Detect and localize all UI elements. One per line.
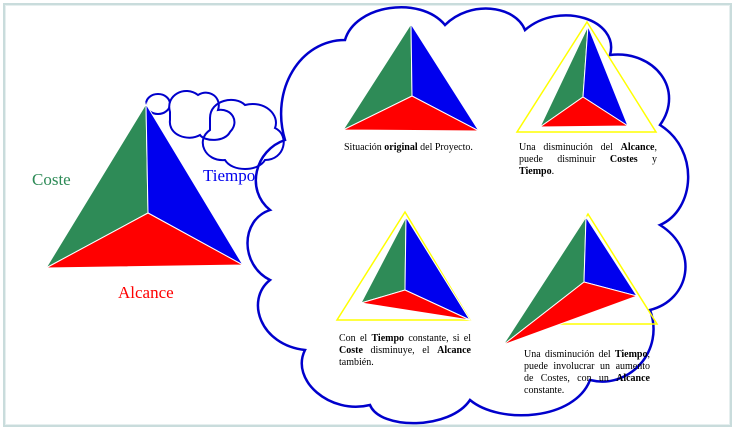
caption-run: Alcance: [616, 373, 650, 384]
triangle-time-constant: [335, 210, 472, 322]
thought-bubble-large: [201, 98, 285, 170]
triangle-original: [341, 22, 481, 133]
caption-time-decrease: Una disminución del Tiempo, puede involu…: [524, 349, 650, 397]
caption-run: Coste: [339, 345, 363, 356]
caption-run: Una disminución del: [519, 142, 621, 153]
caption-run: Alcance: [620, 142, 655, 153]
caption-run: y: [637, 154, 658, 165]
caption-time-constant: Con el Tiempo constante, si el Coste dis…: [339, 333, 471, 369]
caption-run: Situación: [344, 142, 385, 153]
caption-original: Situación original del Proyecto.: [344, 142, 474, 154]
caption-run: disminuye, el: [362, 345, 438, 356]
triangle-time-decrease: [502, 212, 659, 346]
time-label: Tiempo: [203, 166, 256, 185]
caption-run: también.: [339, 357, 374, 368]
caption-run: .: [551, 166, 555, 177]
caption-run: Tiempo: [371, 333, 405, 344]
caption-run: , puede disminuir: [519, 142, 657, 165]
caption-run: del Proyecto.: [417, 142, 473, 153]
caption-run: Costes: [609, 154, 638, 165]
caption-run: Una disminución del: [524, 349, 615, 360]
thought-cloud: [246, 5, 690, 425]
main-triangle: [44, 102, 245, 270]
caption-scope-decrease: Una disminución del Alcance, puede dismi…: [519, 142, 657, 178]
caption-run: constante, si el: [404, 333, 472, 344]
image-frame: [3, 3, 732, 427]
caption-run: original: [384, 142, 418, 153]
cost-label: Coste: [32, 170, 71, 189]
main-triangle-scope-face: [45, 212, 245, 269]
triangle-scope-decrease: [515, 20, 658, 133]
caption-run: Con el: [339, 333, 372, 344]
caption-run: constante.: [524, 385, 565, 396]
caption-run: Tiempo: [519, 166, 552, 177]
thought-bubble-medium: [168, 90, 236, 141]
caption-run: Tiempo: [614, 349, 648, 360]
caption-run: , puede involucrar un aumento de Costes,…: [524, 349, 650, 384]
guide-triangle-yellow: [515, 20, 658, 133]
caption-run: Alcance: [437, 345, 471, 356]
guide-triangle-yellow: [335, 210, 472, 321]
scope-label: Alcance: [118, 283, 174, 302]
